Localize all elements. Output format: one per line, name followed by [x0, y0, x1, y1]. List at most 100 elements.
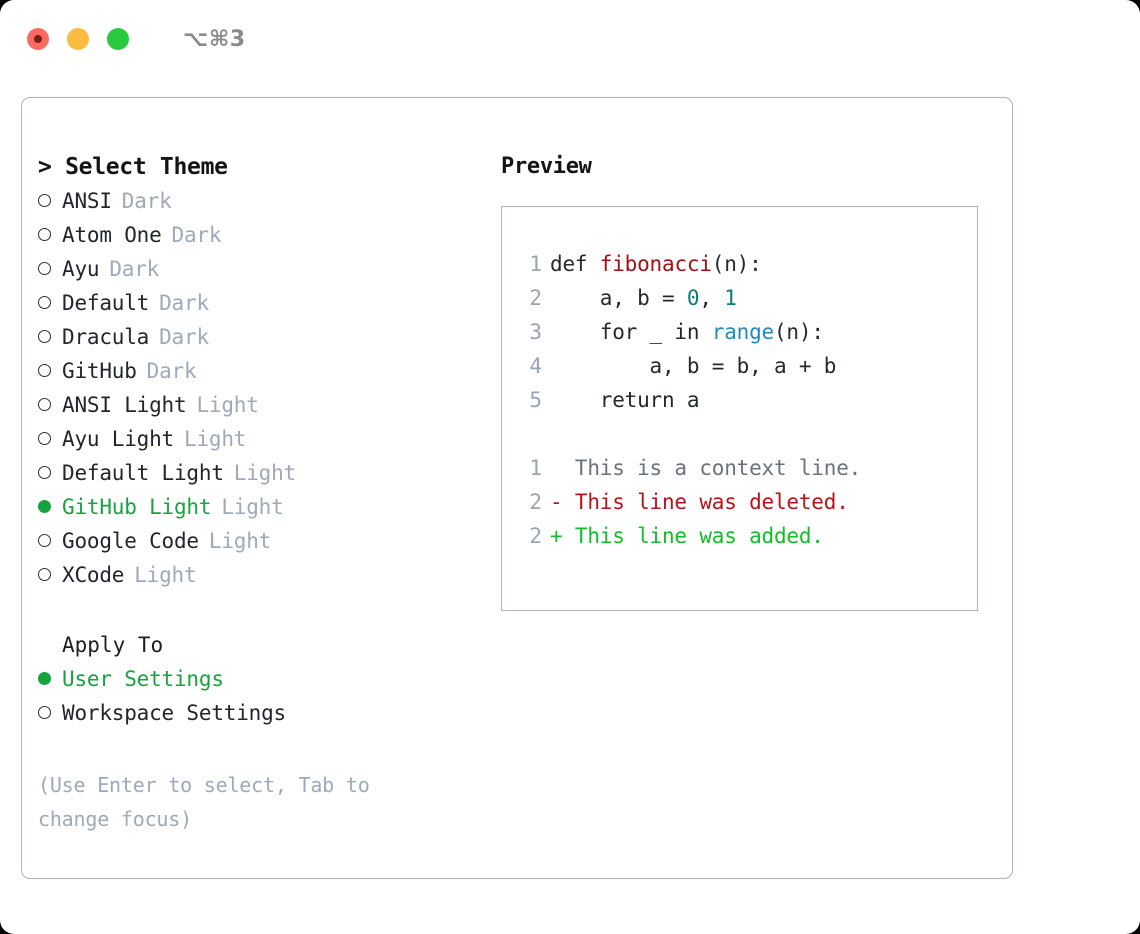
code-token: a, b =: [550, 286, 687, 310]
line-number: 5: [529, 388, 542, 412]
code-token: a, b = b, a + b: [550, 354, 837, 378]
code-line: 5 return a: [502, 383, 977, 417]
theme-list-item[interactable]: Default Light Light: [38, 456, 478, 490]
theme-kind-badge: Light: [208, 529, 272, 553]
theme-name: Ayu: [62, 257, 100, 281]
window-controls: [27, 28, 129, 50]
theme-list-item[interactable]: Google Code Light: [38, 524, 478, 558]
theme-kind-badge: Dark: [159, 325, 209, 349]
theme-name: Google Code: [62, 529, 199, 553]
radio-unselected-icon: [38, 228, 51, 241]
code-token: ,: [699, 286, 725, 310]
code-line: 2 a, b = 0, 1: [502, 281, 977, 315]
apply-to-heading: Apply To: [62, 633, 164, 657]
diff-line: 2- This line was deleted.: [502, 485, 977, 519]
theme-kind-badge: Light: [196, 393, 259, 417]
line-number: 2: [529, 286, 542, 310]
theme-name: Default Light: [62, 461, 224, 485]
theme-kind-badge: Light: [184, 427, 247, 451]
window-titlebar: ⌥⌘3: [0, 0, 1140, 78]
theme-kind-badge: Light: [221, 495, 284, 519]
radio-unselected-icon: [38, 296, 51, 309]
code-token: for _ in: [550, 320, 712, 344]
theme-name: XCode: [62, 563, 125, 587]
code-token: fibonacci: [599, 252, 712, 276]
code-token: 0: [686, 286, 700, 310]
code-token: (n):: [711, 252, 762, 276]
theme-kind-badge: Light: [134, 563, 197, 587]
line-number: 2: [529, 524, 542, 548]
code-line-text: a, b = b, a + b: [550, 349, 837, 383]
radio-unselected-icon: [38, 364, 51, 377]
diff-sample: 1 This is a context line.2- This line wa…: [502, 451, 977, 553]
keyboard-shortcut-label: ⌥⌘3: [183, 26, 246, 52]
radio-unselected-icon: [38, 194, 51, 207]
diff-line-text: - This line was deleted.: [550, 490, 849, 514]
theme-kind-badge: Dark: [171, 223, 222, 247]
code-line: 1 def fibonacci(n):: [502, 247, 977, 281]
radio-unselected-icon: [38, 432, 51, 445]
diff-line: 1 This is a context line.: [502, 451, 977, 485]
theme-name: Default: [62, 291, 150, 315]
apply-to-option[interactable]: Workspace Settings: [38, 696, 478, 730]
radio-unselected-icon: [38, 262, 51, 275]
line-number: 1: [529, 456, 542, 480]
theme-name: ANSI Light: [62, 393, 187, 417]
zoom-button[interactable]: [107, 28, 129, 50]
code-token: range: [711, 320, 774, 344]
code-line-text: def fibonacci(n):: [550, 247, 762, 281]
theme-kind-badge: Dark: [146, 359, 197, 383]
theme-list-item[interactable]: Ayu Light Light: [38, 422, 478, 456]
close-button[interactable]: [27, 28, 49, 50]
radio-unselected-icon: [38, 398, 51, 411]
radio-unselected-icon: [38, 466, 51, 479]
theme-list-item[interactable]: XCode Light: [38, 558, 478, 592]
apply-to-option[interactable]: User Settings: [38, 662, 478, 696]
code-line: 3 for _ in range(n):: [502, 315, 977, 349]
keyboard-hint-text: (Use Enter to select, Tab to change focu…: [38, 773, 370, 831]
diff-line-text: This is a context line.: [550, 456, 862, 480]
code-token: def: [550, 252, 600, 276]
code-token: (n):: [773, 320, 824, 344]
theme-list-item[interactable]: Dracula Dark: [38, 320, 478, 354]
apply-to-option-label: Workspace Settings: [62, 701, 286, 725]
theme-list-item[interactable]: ANSI Dark: [38, 184, 478, 218]
line-number: 3: [529, 320, 542, 344]
radio-unselected-icon: [38, 706, 51, 719]
code-token: return a: [550, 388, 700, 412]
theme-name: GitHub Light: [62, 495, 212, 519]
theme-name: ANSI: [62, 189, 112, 213]
diff-line: 2+ This line was added.: [502, 519, 977, 553]
radio-selected-icon: [38, 672, 51, 685]
theme-name: GitHub: [62, 359, 137, 383]
line-number: 4: [529, 354, 542, 378]
code-line-text: return a: [550, 383, 700, 417]
theme-kind-badge: Dark: [109, 257, 160, 281]
theme-list-item[interactable]: GitHub Dark: [38, 354, 478, 388]
theme-name: Ayu Light: [62, 427, 174, 451]
minimize-button[interactable]: [67, 28, 89, 50]
apply-to-option-label: User Settings: [62, 667, 224, 691]
theme-kind-badge: Light: [233, 461, 296, 485]
theme-list-item[interactable]: GitHub Light Light: [38, 490, 478, 524]
theme-name: Dracula: [62, 325, 150, 349]
code-line-text: a, b = 0, 1: [550, 281, 737, 315]
radio-unselected-icon: [38, 568, 51, 581]
theme-list-item[interactable]: ANSI Light Light: [38, 388, 478, 422]
theme-kind-badge: Dark: [121, 189, 172, 213]
preview-heading: Preview: [501, 154, 592, 179]
radio-unselected-icon: [38, 534, 51, 547]
line-number: 1: [529, 252, 542, 276]
theme-list-item[interactable]: Ayu Dark: [38, 252, 478, 286]
code-line-text: for _ in range(n):: [550, 315, 824, 349]
